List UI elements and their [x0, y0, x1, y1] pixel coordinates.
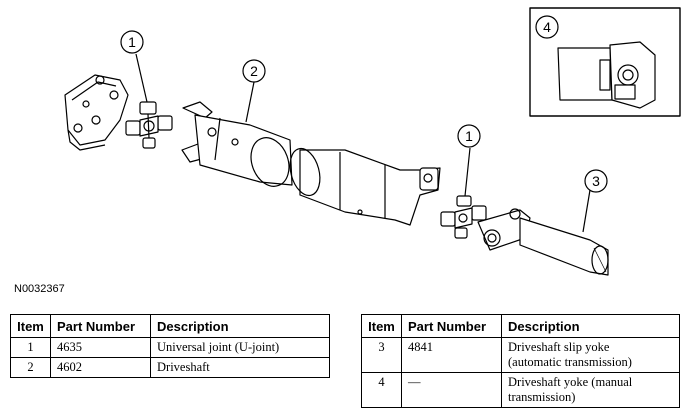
- cell-desc: Driveshaft slip yoke(automatic transmiss…: [501, 337, 680, 373]
- cell-item: 2: [10, 357, 51, 378]
- figure-id: N0032367: [14, 283, 65, 295]
- cell-item: 1: [10, 337, 51, 358]
- driveshaft-front-section: [181, 101, 293, 187]
- cell-part: —: [401, 372, 502, 408]
- header-item: Item: [10, 314, 51, 338]
- cell-item: 3: [361, 337, 402, 373]
- rear-axle-flange: [64, 74, 129, 151]
- table-header-row: Item Part Number Description: [361, 314, 680, 338]
- u-joint-right: [440, 195, 487, 239]
- callout-1-right: 1: [465, 128, 473, 144]
- header-item: Item: [361, 314, 402, 338]
- header-description: Description: [501, 314, 680, 338]
- cell-part: 4602: [50, 357, 151, 378]
- parts-table-right: Item Part Number Description 3 4841 Driv…: [361, 314, 680, 408]
- cell-desc: Driveshaft: [150, 357, 330, 378]
- u-joint-left: [125, 101, 173, 149]
- desc-line: (automatic transmission): [508, 355, 632, 369]
- header-description: Description: [150, 314, 330, 338]
- cell-item: 4: [361, 372, 402, 408]
- cell-desc: Universal joint (U-joint): [150, 337, 330, 358]
- desc-line: Driveshaft yoke (manual: [508, 375, 633, 389]
- callout-2: 2: [250, 63, 258, 79]
- callout-3: 3: [592, 173, 600, 189]
- slip-yoke: [477, 208, 609, 276]
- table-row: 2 4602 Driveshaft: [10, 357, 330, 378]
- driveshaft-rear-section: [289, 147, 441, 226]
- cell-part: 4635: [50, 337, 151, 358]
- callout-1-left: 1: [128, 34, 136, 50]
- cell-part: 4841: [401, 337, 502, 373]
- desc-line: transmission): [508, 390, 576, 404]
- table-row: 1 4635 Universal joint (U-joint): [10, 337, 330, 358]
- callout-4: 4: [543, 19, 551, 35]
- parts-table-left: Item Part Number Description 1 4635 Univ…: [10, 314, 330, 378]
- table-row: 3 4841 Driveshaft slip yoke(automatic tr…: [361, 337, 680, 373]
- header-part-number: Part Number: [401, 314, 502, 338]
- manual-yoke-inset: [529, 7, 681, 117]
- driveshaft-exploded-diagram: 1 2 1 3 4: [64, 7, 681, 276]
- header-part-number: Part Number: [50, 314, 151, 338]
- table-header-row: Item Part Number Description: [10, 314, 330, 338]
- desc-line: Driveshaft slip yoke: [508, 340, 610, 354]
